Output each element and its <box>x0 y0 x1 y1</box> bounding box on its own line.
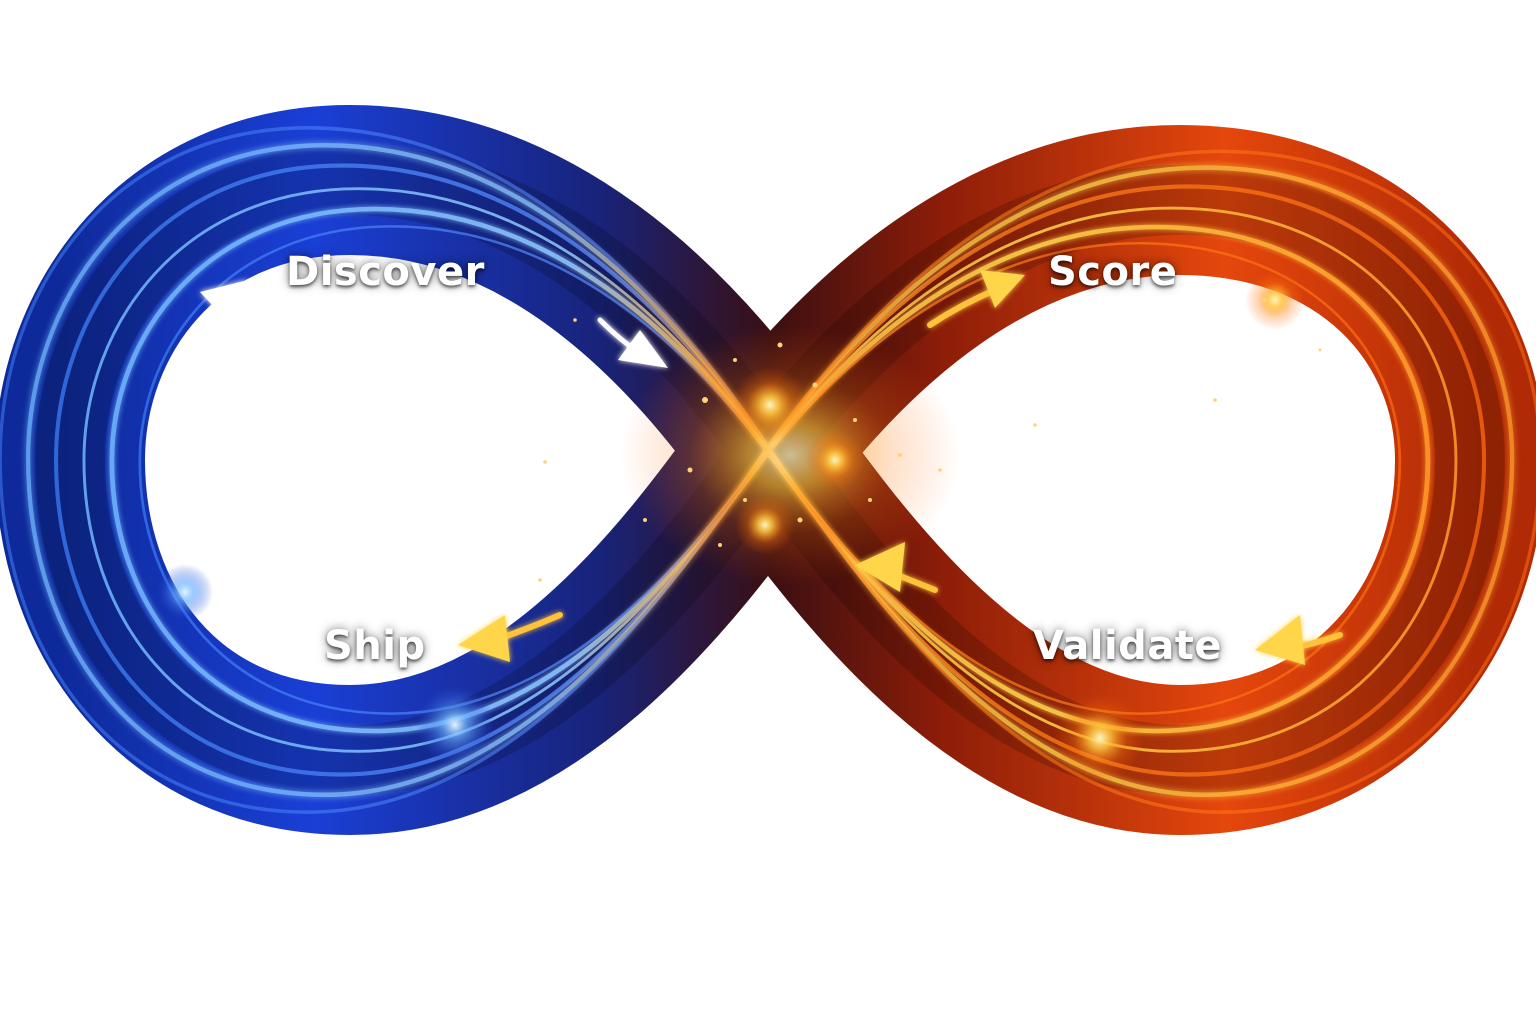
arrow-up-right-icon <box>927 270 1025 328</box>
stage-label-discover: Discover <box>286 249 485 295</box>
stage-label-ship: Ship <box>324 623 426 669</box>
arrow-down-right-icon <box>597 317 668 368</box>
arrow-left-lower-right-icon <box>1255 615 1343 665</box>
stage-label-validate: Validate <box>1033 623 1223 669</box>
arrow-up-left-icon <box>187 280 248 358</box>
arrow-left-lower-left-icon <box>458 612 563 662</box>
arrow-left-middle-icon <box>855 542 938 593</box>
stage-label-score: Score <box>1048 249 1178 295</box>
